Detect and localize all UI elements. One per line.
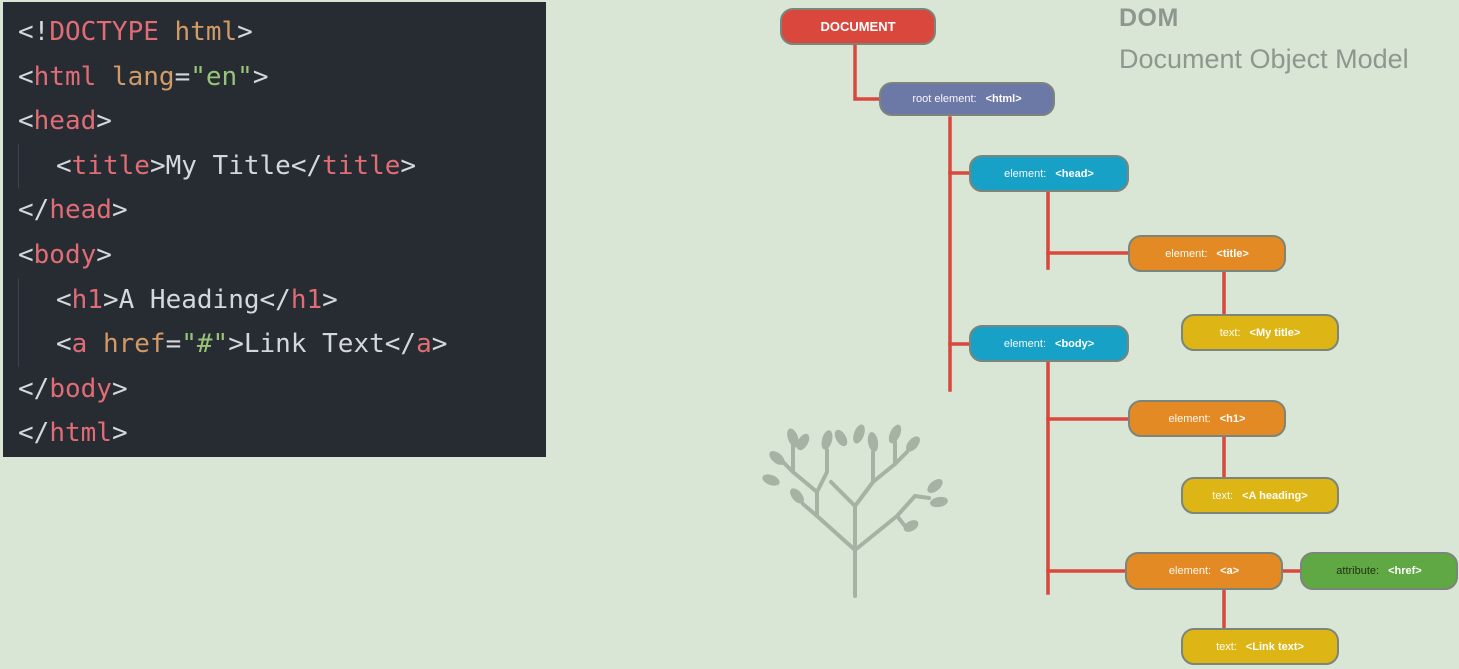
code-line: <h1>A Heading</h1> xyxy=(18,277,546,323)
indent-guide xyxy=(18,277,19,323)
code-token: </ xyxy=(18,373,50,404)
code-token: > xyxy=(96,106,112,137)
code-line: </body> xyxy=(18,367,546,412)
code-token: head xyxy=(33,106,97,137)
node-title-value: <title> xyxy=(1216,247,1249,260)
code-token: "#" xyxy=(181,329,229,360)
node-h1-value: <h1> xyxy=(1219,412,1246,425)
node-a-kind: element: xyxy=(1168,565,1212,577)
code-token: > xyxy=(431,329,448,360)
node-a-text-kind: text: xyxy=(1216,640,1237,653)
node-a-value: <a> xyxy=(1220,565,1240,577)
node-a: element: <a> xyxy=(1125,552,1283,590)
indent-guide xyxy=(18,322,19,367)
code-token: DOCTYPE xyxy=(49,17,159,47)
code-token: title xyxy=(322,150,401,181)
node-title-text-value: <My title> xyxy=(1249,326,1301,339)
code-token: </ xyxy=(18,418,50,449)
node-root-element: root element: <html> xyxy=(879,82,1055,116)
code-token: head xyxy=(49,195,112,226)
node-a-text: text: <Link text> xyxy=(1181,628,1339,665)
node-h1-text-value: <A heading> xyxy=(1242,489,1308,502)
dom-title: DOM xyxy=(1119,4,1179,32)
indent-guide xyxy=(18,143,19,189)
code-token: </ xyxy=(18,195,50,226)
dom-subtitle: Document Object Model xyxy=(1119,44,1409,74)
node-title-kind: element: xyxy=(1165,247,1208,260)
code-token: = xyxy=(174,61,191,92)
code-token: < xyxy=(18,61,34,92)
node-root-value: <html> xyxy=(985,93,1022,105)
node-body-kind: element: xyxy=(1003,337,1047,350)
code-line: <html lang="en"> xyxy=(18,55,546,100)
code-token: < xyxy=(56,150,72,181)
code-token: a xyxy=(71,329,88,360)
node-document-label: DOCUMENT xyxy=(820,19,896,34)
code-token: html xyxy=(49,418,112,449)
node-body-value: <body> xyxy=(1055,337,1095,350)
node-a-attribute-kind: attribute: xyxy=(1336,565,1380,577)
code-token: <! xyxy=(18,17,50,47)
node-title-text: text: <My title> xyxy=(1181,314,1339,351)
node-head: element: <head> xyxy=(969,155,1129,192)
node-h1: element: <h1> xyxy=(1128,400,1286,437)
code-token: < xyxy=(18,239,34,270)
code-panel: <!DOCTYPE html><html lang="en"><head><ti… xyxy=(3,2,546,457)
code-line: <body> xyxy=(18,233,546,278)
connector-document-root xyxy=(853,42,881,101)
code-token: h1 xyxy=(71,284,103,315)
code-token: > xyxy=(96,239,112,270)
code-line: <a href="#">Link Text</a> xyxy=(18,322,546,367)
code-token: > xyxy=(111,373,128,404)
code-token: body xyxy=(49,373,112,404)
code-line: <title>My Title</title> xyxy=(18,143,546,189)
code-token: lang xyxy=(111,61,175,92)
code-token: "en" xyxy=(190,61,253,92)
code-line: <head> xyxy=(18,99,546,144)
code-token: a xyxy=(416,329,432,360)
code-token: href xyxy=(102,329,166,360)
code-token: > xyxy=(322,284,338,315)
code-token: html xyxy=(33,61,97,92)
code-token: > xyxy=(111,418,128,449)
code-token: html xyxy=(174,17,238,47)
code-token: >A Heading</ xyxy=(102,284,291,315)
node-a-text-value: <Link text> xyxy=(1245,640,1304,653)
code-token: >Link Text</ xyxy=(228,329,417,360)
node-h1-kind: element: xyxy=(1168,412,1211,425)
tree-icon xyxy=(762,424,948,598)
node-head-value: <head> xyxy=(1055,167,1094,180)
code-line: </head> xyxy=(18,188,546,233)
node-a-attribute: attribute: <href> xyxy=(1300,552,1458,590)
node-root-kind: root element: xyxy=(912,93,977,105)
code-line: <!DOCTYPE html> xyxy=(18,10,546,55)
node-title: element: <title> xyxy=(1128,235,1286,272)
node-document: DOCUMENT xyxy=(780,8,936,45)
node-body: element: <body> xyxy=(969,325,1129,362)
code-token: > xyxy=(400,150,417,181)
node-h1-text-kind: text: xyxy=(1212,489,1234,502)
code-token: > xyxy=(237,17,253,47)
code-token: < xyxy=(56,329,72,360)
code-token: > xyxy=(111,195,128,226)
code-token: body xyxy=(33,239,97,270)
node-head-kind: element: xyxy=(1004,167,1047,180)
code-token: title xyxy=(71,150,150,181)
node-h1-text: text: <A heading> xyxy=(1181,477,1339,514)
code-token: > xyxy=(252,61,269,92)
node-title-text-kind: text: xyxy=(1219,326,1241,339)
code-token: < xyxy=(18,106,34,137)
code-line: </html> xyxy=(18,411,546,456)
code-token: h1 xyxy=(290,284,323,315)
code-token: >My Title</ xyxy=(149,150,323,181)
node-a-attribute-value: <href> xyxy=(1388,565,1422,577)
code-token: < xyxy=(56,284,72,315)
code-token: = xyxy=(165,329,182,360)
